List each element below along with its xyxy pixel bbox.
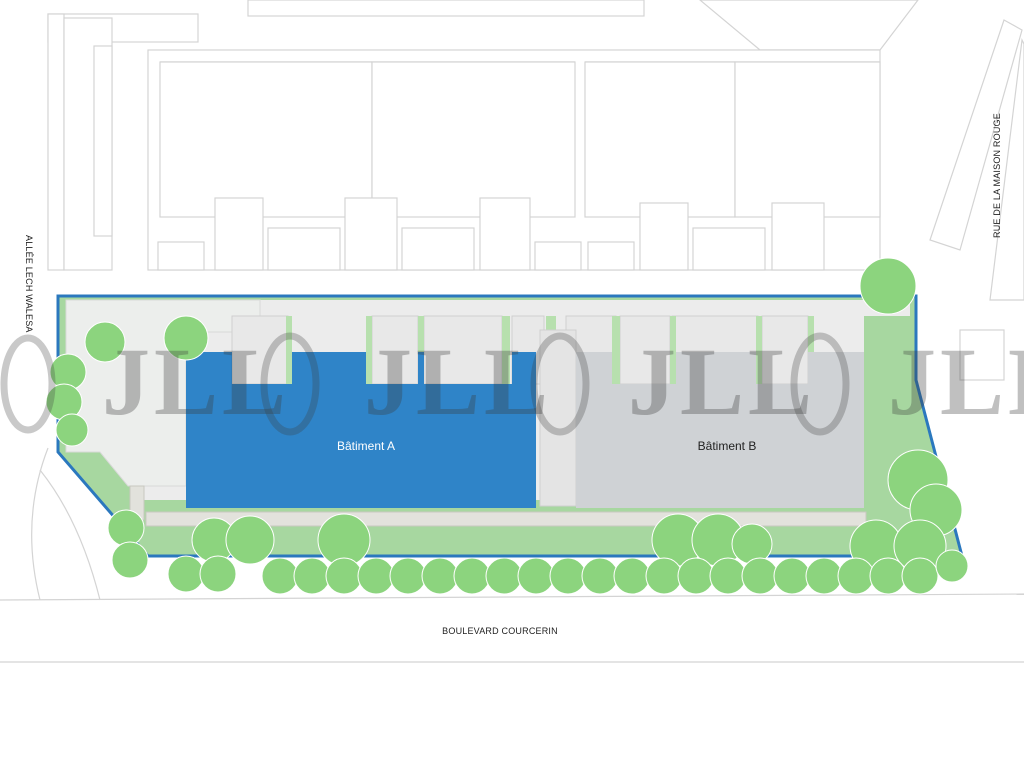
tree [107, 509, 145, 547]
context-buildings [0, 0, 1024, 663]
tree [84, 321, 126, 363]
building-b-footprint[interactable] [576, 352, 864, 508]
watermark-text-3: JLL [628, 328, 816, 435]
tree [55, 413, 89, 447]
context-block-top [247, 0, 645, 17]
trees [45, 257, 969, 595]
building-a-label: Bâtiment A [337, 439, 395, 453]
street-label-west: ALLÉE LECH WALESA [24, 235, 34, 333]
tree [225, 515, 275, 565]
tree [859, 257, 917, 315]
service-strip [539, 329, 577, 507]
watermark-rings-1 [0, 332, 850, 436]
tree [163, 315, 209, 361]
watermark-text-2: JLL [364, 328, 552, 435]
jll-watermark: JLL JLL JLL JLL [0, 328, 1024, 436]
street-label-south: BOULEVARD COURCERIN [442, 626, 558, 636]
building-b-label: Bâtiment B [698, 439, 757, 453]
tree [111, 541, 149, 579]
tree [731, 523, 773, 565]
building-a-footprint[interactable] [186, 352, 536, 508]
context-block-top-right [699, 0, 919, 51]
building-b[interactable]: Bâtiment B [576, 352, 864, 508]
street-label-east: RUE DE LA MAISON ROUGE [992, 113, 1002, 238]
watermark-text-4: JLL [888, 328, 1024, 435]
building-a[interactable]: Bâtiment A [186, 352, 536, 508]
watermark-text-1: JLL [102, 328, 290, 435]
